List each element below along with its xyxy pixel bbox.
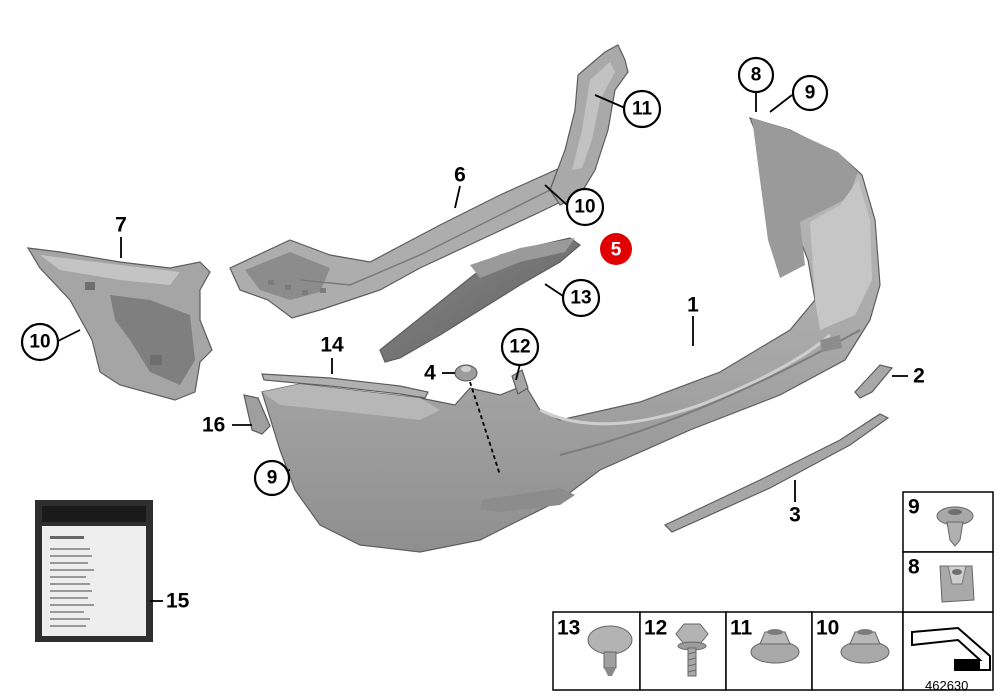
lower-trim-strip[interactable] bbox=[663, 413, 890, 533]
expanding-nut-part[interactable] bbox=[454, 364, 501, 476]
callout-3[interactable]: 3 bbox=[789, 504, 801, 527]
callout-9-left-label: 9 bbox=[267, 468, 278, 489]
fastener-cell-11-number: 11 bbox=[730, 617, 753, 640]
fastener-cell-10-number: 10 bbox=[816, 617, 839, 640]
callout-9-top[interactable]: 9 bbox=[791, 74, 829, 112]
fastener-cell-10[interactable]: 10 bbox=[811, 611, 904, 691]
callout-8[interactable]: 8 bbox=[737, 56, 775, 94]
repair-kit-package[interactable] bbox=[35, 500, 153, 642]
callout-14[interactable]: 14 bbox=[320, 334, 344, 357]
callout-2-label: 2 bbox=[913, 365, 925, 388]
document-number: 462630 bbox=[925, 678, 968, 693]
callout-6-label: 6 bbox=[454, 164, 466, 187]
callout-6[interactable]: 6 bbox=[454, 164, 466, 187]
fastener-cell-8[interactable]: 8 bbox=[902, 551, 994, 613]
callout-13[interactable]: 13 bbox=[561, 278, 601, 318]
callout-10-mid[interactable]: 10 bbox=[565, 187, 605, 227]
callout-5-label: 5 bbox=[611, 240, 622, 261]
side-reflector-trim[interactable] bbox=[854, 364, 894, 399]
callout-10-mid-label: 10 bbox=[574, 197, 595, 218]
callout-9-top-label: 9 bbox=[805, 83, 816, 104]
flange-nut-icon bbox=[750, 629, 800, 664]
flange-nut-icon bbox=[840, 629, 890, 664]
bumper-carrier-rail[interactable] bbox=[229, 167, 583, 319]
callout-8-label: 8 bbox=[751, 65, 762, 86]
fastener-cell-8-number: 8 bbox=[908, 556, 920, 579]
callout-5-highlight-dot bbox=[600, 233, 632, 265]
push-rivet-icon bbox=[587, 625, 633, 676]
fastener-cell-13-number: 13 bbox=[557, 617, 580, 640]
callout-4[interactable]: 4 bbox=[424, 362, 436, 385]
callout-9-left[interactable]: 9 bbox=[253, 459, 291, 497]
fastener-cell-12[interactable]: 12 bbox=[639, 611, 727, 691]
callout-1[interactable]: 1 bbox=[687, 294, 699, 317]
fastener-cell-9-number: 9 bbox=[908, 496, 920, 519]
callout-16[interactable]: 16 bbox=[202, 414, 225, 437]
callout-1-label: 1 bbox=[687, 294, 699, 317]
fastener-cell-9[interactable]: 9 bbox=[902, 491, 994, 553]
callout-12-label: 12 bbox=[509, 337, 530, 358]
clip-nut-icon bbox=[939, 565, 975, 603]
callout-15-label: 15 bbox=[166, 590, 190, 613]
fastener-cell-12-number: 12 bbox=[644, 617, 667, 640]
callout-12[interactable]: 12 bbox=[500, 327, 540, 367]
callout-11-label: 11 bbox=[632, 99, 653, 120]
callout-4-label: 4 bbox=[424, 362, 436, 385]
callout-2[interactable]: 2 bbox=[913, 365, 925, 388]
fastener-cell-13[interactable]: 13 bbox=[552, 611, 641, 691]
callout-14-label: 14 bbox=[320, 334, 344, 357]
callout-3-label: 3 bbox=[789, 504, 801, 527]
bumper-trim-panel[interactable] bbox=[261, 117, 881, 553]
leader-lines bbox=[57, 92, 908, 602]
upper-trim-strip[interactable] bbox=[261, 373, 429, 399]
fastener-cell-11[interactable]: 11 bbox=[725, 611, 813, 691]
package-label-lines bbox=[50, 536, 94, 627]
bumper-support-bracket[interactable] bbox=[379, 237, 581, 363]
side-bracket-left[interactable] bbox=[26, 247, 213, 401]
callout-7-label: 7 bbox=[115, 214, 127, 237]
callout-10-left[interactable]: 10 bbox=[20, 322, 60, 362]
wedge-kit-icon bbox=[911, 626, 991, 671]
callout-10-left-label: 10 bbox=[29, 332, 50, 353]
callout-7[interactable]: 7 bbox=[115, 214, 127, 237]
fastener-panel: 13 12 11 bbox=[552, 491, 994, 691]
expanding-rivet-icon bbox=[936, 506, 974, 547]
hex-bolt-icon bbox=[675, 623, 709, 677]
upper-mounting-bracket[interactable] bbox=[549, 44, 629, 206]
fastener-cell-kit-symbol[interactable] bbox=[902, 611, 994, 691]
callout-16-label: 16 bbox=[202, 414, 225, 437]
callout-15[interactable]: 15 bbox=[166, 590, 190, 613]
callout-5-highlighted[interactable]: 5 bbox=[600, 233, 632, 265]
callout-13-label: 13 bbox=[570, 288, 591, 309]
callout-11[interactable]: 11 bbox=[622, 89, 662, 129]
